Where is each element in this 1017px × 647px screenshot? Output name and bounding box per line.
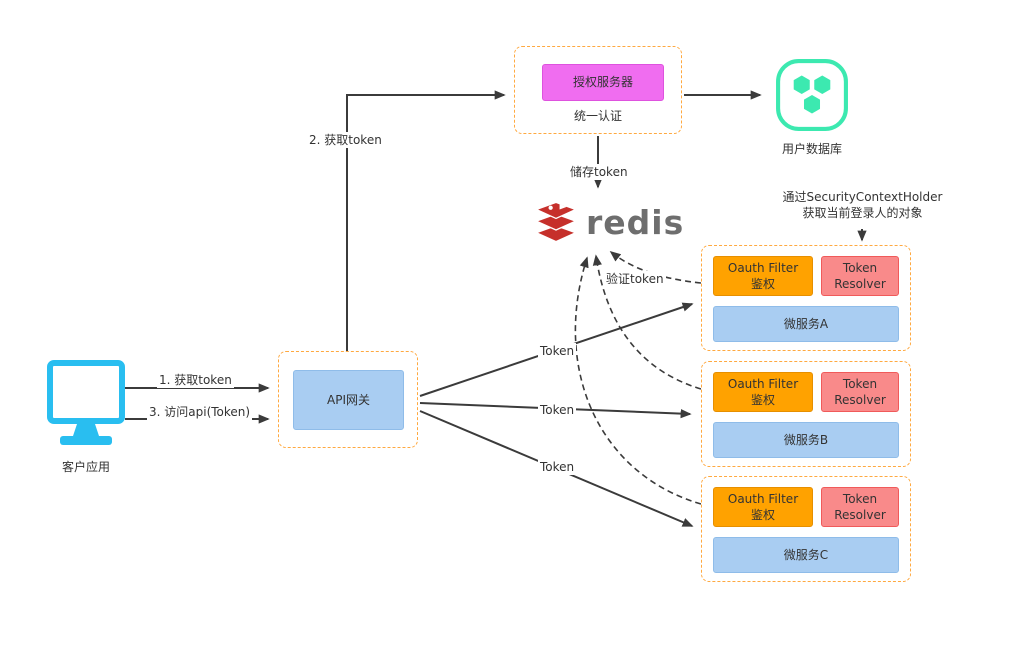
label-store-token: 储存token bbox=[568, 164, 630, 181]
redis-wordmark: redis bbox=[586, 202, 685, 242]
monitor-icon bbox=[47, 360, 125, 445]
auth-server-node: 授权服务器 bbox=[542, 64, 664, 101]
oauth-filter-node-c: Oauth Filter 鉴权 bbox=[713, 487, 813, 527]
client-app: 客户应用 bbox=[46, 360, 126, 475]
auth-server-group: 授权服务器 统一认证 bbox=[514, 46, 682, 134]
token-resolver-node-b: Token Resolver bbox=[821, 372, 899, 412]
dashed-arrow-verify-ms-c bbox=[574, 256, 702, 505]
microservice-c-group: Oauth Filter 鉴权 Token Resolver 微服务C bbox=[701, 476, 911, 582]
token-resolver-node-c: Token Resolver bbox=[821, 487, 899, 527]
user-database: 用户数据库 bbox=[772, 58, 852, 157]
label-token-c: Token bbox=[538, 459, 577, 476]
api-gateway-group: API网关 bbox=[278, 351, 418, 448]
client-app-label: 客户应用 bbox=[61, 460, 110, 474]
label-token-b: Token bbox=[538, 402, 577, 419]
microservice-a-group: Oauth Filter 鉴权 Token Resolver 微服务A bbox=[701, 245, 911, 351]
label-step2-get-token: 2. 获取token bbox=[307, 132, 384, 149]
user-database-icon bbox=[776, 59, 848, 131]
label-step1-get-token: 1. 获取token bbox=[157, 372, 234, 389]
microservice-b-group: Oauth Filter 鉴权 Token Resolver 微服务B bbox=[701, 361, 911, 467]
label-step3-access-api: 3. 访问api(Token) bbox=[147, 404, 253, 421]
redis-icon bbox=[534, 201, 578, 243]
oauth-filter-node-a: Oauth Filter 鉴权 bbox=[713, 256, 813, 296]
token-resolver-node-a: Token Resolver bbox=[821, 256, 899, 296]
microservice-b-node: 微服务B bbox=[713, 422, 899, 458]
oauth-filter-node-b: Oauth Filter 鉴权 bbox=[713, 372, 813, 412]
auth-server-subtitle: 统一认证 bbox=[573, 109, 622, 123]
microservice-c-node: 微服务C bbox=[713, 537, 899, 573]
label-security-context-holder: 通过SecurityContextHolder 获取当前登录人的对象 bbox=[755, 189, 970, 222]
redis: redis bbox=[532, 197, 684, 247]
label-token-a: Token bbox=[538, 343, 577, 360]
microservice-a-node: 微服务A bbox=[713, 306, 899, 342]
label-verify-token: 验证token bbox=[604, 271, 666, 288]
user-database-label: 用户数据库 bbox=[781, 142, 842, 156]
api-gateway-node: API网关 bbox=[293, 370, 404, 430]
